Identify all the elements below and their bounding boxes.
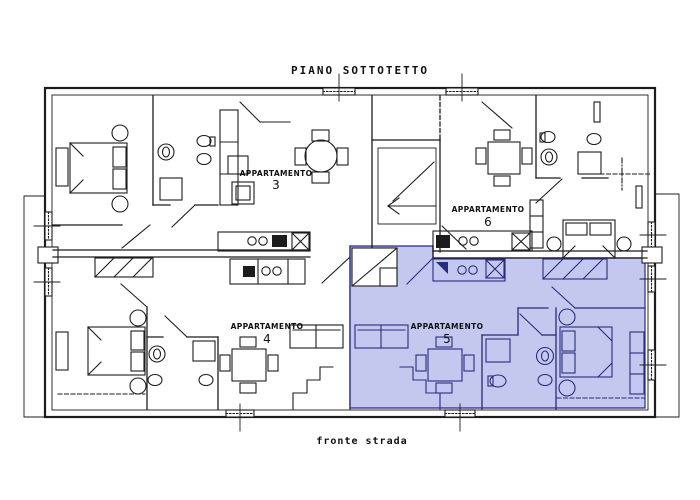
sofa-icon bbox=[289, 324, 344, 349]
stool-icon bbox=[546, 236, 562, 252]
door-swing bbox=[164, 315, 188, 338]
bidet-icon bbox=[537, 373, 553, 387]
door-swing bbox=[121, 224, 151, 249]
kitchen-counter-icon bbox=[217, 231, 311, 252]
stair-direction-arrow bbox=[387, 161, 437, 215]
apartment-4-unit bbox=[55, 257, 344, 410]
armchair-icon bbox=[227, 155, 255, 205]
radiator-icon bbox=[55, 147, 69, 187]
apartment-3-unit bbox=[52, 95, 349, 252]
window-icon bbox=[225, 403, 255, 432]
stool-icon bbox=[558, 308, 576, 326]
labels: PIANO SOTTOTETTO fronte strada APPARTAME… bbox=[231, 64, 525, 447]
plan-linework bbox=[23, 73, 680, 432]
stool-icon bbox=[129, 309, 147, 327]
street-front-label: fronte strada bbox=[316, 436, 407, 447]
stool-icon bbox=[616, 236, 632, 252]
square-table-icon bbox=[219, 336, 279, 394]
door-swing bbox=[551, 286, 576, 309]
window-icon bbox=[639, 221, 667, 249]
sink-icon bbox=[148, 345, 166, 363]
section-marker bbox=[599, 157, 653, 191]
kitchen-counter-icon bbox=[229, 258, 306, 285]
window-icon bbox=[445, 73, 479, 102]
right-balcony-outline bbox=[654, 193, 680, 418]
door-swing bbox=[171, 204, 196, 228]
sloped-ceiling-edge bbox=[481, 101, 513, 129]
stepped-parapet bbox=[292, 366, 334, 410]
radiator-icon bbox=[635, 185, 643, 209]
sofa-icon bbox=[354, 324, 409, 349]
wardrobe-icon bbox=[219, 109, 239, 206]
double-bed-icon bbox=[559, 326, 613, 378]
window-icon bbox=[639, 265, 667, 293]
stool-icon bbox=[111, 124, 129, 142]
double-bed-icon bbox=[69, 142, 128, 194]
wall-pier bbox=[641, 246, 663, 264]
door-swing bbox=[120, 283, 148, 308]
stool-icon bbox=[111, 195, 129, 213]
window-icon bbox=[33, 267, 61, 297]
double-bed-icon bbox=[87, 326, 146, 376]
stair-core bbox=[371, 95, 441, 253]
sink-icon bbox=[157, 143, 175, 161]
shower-icon bbox=[192, 340, 216, 362]
bidet-icon bbox=[196, 152, 212, 166]
apartment-6-label: APPARTAMENTO bbox=[452, 205, 525, 214]
sloped-ceiling-edge bbox=[239, 101, 261, 123]
window-icon bbox=[33, 211, 61, 241]
closet-hatch-icon bbox=[94, 257, 154, 278]
window-icon bbox=[322, 73, 356, 102]
stool-icon bbox=[558, 379, 576, 397]
door-swing bbox=[321, 256, 351, 284]
apartment-6-unit bbox=[432, 95, 653, 259]
apartment-4-number: 4 bbox=[263, 332, 271, 346]
door-swing bbox=[519, 313, 543, 336]
apartment-5-unit bbox=[349, 245, 646, 410]
closet-hatch-icon bbox=[542, 258, 608, 280]
square-table-icon bbox=[415, 336, 475, 394]
left-balcony-outline bbox=[23, 195, 46, 418]
shower-icon bbox=[485, 338, 511, 363]
double-bed-icon bbox=[562, 219, 616, 259]
toilet-icon bbox=[539, 130, 556, 144]
stepped-parapet bbox=[399, 366, 441, 410]
window-icon bbox=[444, 403, 476, 432]
stool-icon bbox=[129, 377, 147, 395]
apartment-4-label: APPARTAMENTO bbox=[231, 322, 304, 331]
toilet-icon bbox=[487, 374, 507, 388]
sink-icon bbox=[540, 148, 558, 166]
square-table-icon bbox=[475, 129, 533, 187]
sink-icon bbox=[535, 346, 555, 366]
entry-closet bbox=[351, 247, 398, 287]
toilet-icon bbox=[196, 134, 216, 148]
wardrobe-icon bbox=[629, 331, 645, 395]
floor-title: PIANO SOTTOTETTO bbox=[291, 64, 429, 77]
apartment-6-number: 6 bbox=[484, 215, 492, 229]
radiator-icon bbox=[55, 331, 69, 371]
apartment-5-label: APPARTAMENTO bbox=[411, 322, 484, 331]
door-swing bbox=[406, 257, 434, 285]
wall-pier bbox=[37, 246, 59, 264]
round-table-icon bbox=[294, 129, 349, 184]
toilet-icon bbox=[147, 373, 163, 387]
apartment-3-number: 3 bbox=[272, 178, 280, 192]
bidet-icon bbox=[198, 373, 214, 387]
toilet-icon bbox=[586, 132, 602, 146]
shower-icon bbox=[159, 177, 183, 201]
kitchen-counter-icon bbox=[432, 258, 506, 282]
apartment-3-label: APPARTAMENTO bbox=[240, 169, 313, 178]
radiator-icon bbox=[593, 101, 601, 123]
shower-icon bbox=[577, 151, 602, 175]
door-swing bbox=[535, 178, 563, 204]
kitchen-counter-icon bbox=[432, 230, 533, 252]
apartment-5-number: 5 bbox=[443, 332, 451, 346]
